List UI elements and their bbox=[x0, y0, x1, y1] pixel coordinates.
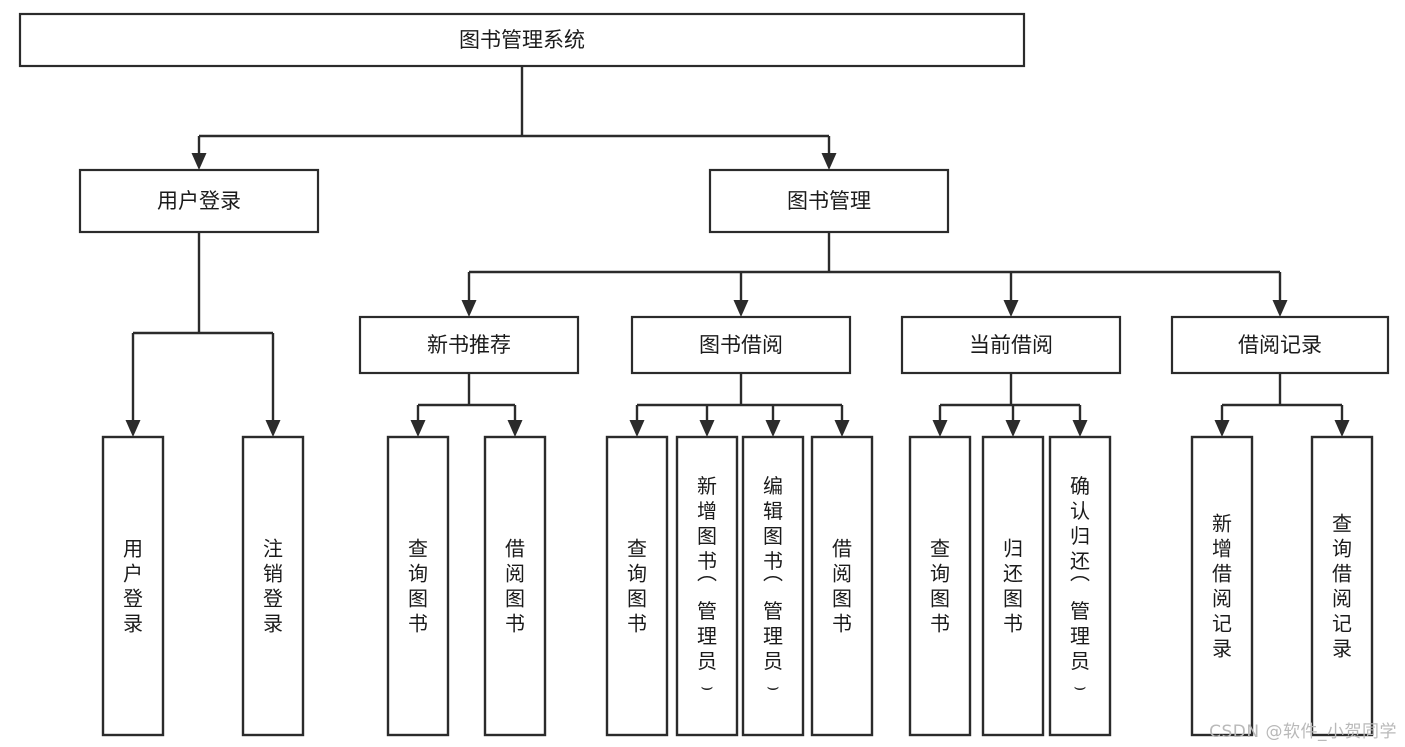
node-borrow-record-label: 借阅记录 bbox=[1238, 333, 1322, 357]
node-leaf-query-book-1[interactable]: 查询图书 bbox=[386, 435, 450, 737]
node-leaf-confirm-return[interactable]: 确认归还⌒管理员⌣ bbox=[1048, 435, 1112, 737]
connector-book-manage-to-level3 bbox=[461, 232, 1288, 317]
connector-layer bbox=[125, 66, 1350, 437]
node-new-book-rec-label: 新书推荐 bbox=[427, 333, 511, 357]
node-leaf-query-book-1-label: 查询图书 bbox=[408, 537, 428, 636]
node-leaf-add-record-box[interactable] bbox=[1190, 435, 1254, 737]
node-layer: 图书管理系统用户登录图书管理新书推荐图书借阅当前借阅借阅记录用户登录注销登录查询… bbox=[18, 12, 1390, 737]
node-leaf-borrow-book-1[interactable]: 借阅图书 bbox=[483, 435, 547, 737]
node-leaf-query-book-1-box[interactable] bbox=[386, 435, 450, 737]
node-leaf-logout-box[interactable] bbox=[241, 435, 305, 737]
node-leaf-add-record-label: 新增借阅记录 bbox=[1212, 512, 1232, 661]
node-leaf-add-book-box[interactable] bbox=[675, 435, 739, 737]
node-leaf-add-record[interactable]: 新增借阅记录 bbox=[1190, 435, 1254, 737]
node-leaf-borrow-book-2-box[interactable] bbox=[810, 435, 874, 737]
node-leaf-query-book-3[interactable]: 查询图书 bbox=[908, 435, 972, 737]
node-leaf-query-book-2[interactable]: 查询图书 bbox=[605, 435, 669, 737]
node-leaf-query-record[interactable]: 查询借阅记录 bbox=[1310, 435, 1374, 737]
node-leaf-user-login-label: 用户登录 bbox=[123, 537, 143, 636]
connector-borrow-record-to-leaves bbox=[1214, 373, 1350, 437]
node-leaf-add-book[interactable]: 新增图书⌒管理员⌣ bbox=[675, 435, 739, 737]
connector-root-to-level2 bbox=[191, 66, 837, 170]
node-leaf-edit-book[interactable]: 编辑图书⌒管理员⌣ bbox=[741, 435, 805, 737]
node-leaf-return-book[interactable]: 归还图书 bbox=[981, 435, 1045, 737]
node-leaf-return-book-label: 归还图书 bbox=[1003, 537, 1023, 636]
node-leaf-borrow-book-1-box[interactable] bbox=[483, 435, 547, 737]
connector-current-borrow-to-leaves bbox=[932, 373, 1088, 437]
node-leaf-borrow-book-1-label: 借阅图书 bbox=[505, 537, 525, 636]
node-leaf-query-book-3-box[interactable] bbox=[908, 435, 972, 737]
connector-user-login-to-leaves bbox=[125, 232, 281, 437]
node-user-login-box[interactable] bbox=[78, 168, 320, 234]
node-leaf-return-book-box[interactable] bbox=[981, 435, 1045, 737]
node-borrow-record-box[interactable] bbox=[1170, 315, 1390, 375]
node-leaf-edit-book-label: 编辑图书⌒管理员⌣ bbox=[763, 474, 783, 698]
node-leaf-logout-label: 注销登录 bbox=[263, 537, 283, 636]
node-leaf-query-book-2-box[interactable] bbox=[605, 435, 669, 737]
node-book-manage-label: 图书管理 bbox=[787, 189, 871, 213]
node-book-borrow[interactable]: 图书借阅 bbox=[630, 315, 852, 375]
node-new-book-rec[interactable]: 新书推荐 bbox=[358, 315, 580, 375]
node-leaf-borrow-book-2[interactable]: 借阅图书 bbox=[810, 435, 874, 737]
node-current-borrow[interactable]: 当前借阅 bbox=[900, 315, 1122, 375]
node-user-login[interactable]: 用户登录 bbox=[78, 168, 320, 234]
node-leaf-edit-book-box[interactable] bbox=[741, 435, 805, 737]
node-new-book-rec-box[interactable] bbox=[358, 315, 580, 375]
node-leaf-add-book-label: 新增图书⌒管理员⌣ bbox=[697, 474, 717, 698]
node-book-manage-box[interactable] bbox=[708, 168, 950, 234]
node-leaf-user-login-box[interactable] bbox=[101, 435, 165, 737]
node-current-borrow-label: 当前借阅 bbox=[969, 333, 1053, 357]
node-leaf-query-book-2-label: 查询图书 bbox=[627, 537, 647, 636]
node-book-borrow-box[interactable] bbox=[630, 315, 852, 375]
node-leaf-confirm-return-box[interactable] bbox=[1048, 435, 1112, 737]
node-leaf-confirm-return-label: 确认归还⌒管理员⌣ bbox=[1070, 474, 1090, 698]
node-book-borrow-label: 图书借阅 bbox=[699, 333, 783, 357]
node-leaf-query-record-label: 查询借阅记录 bbox=[1332, 512, 1352, 661]
connector-book-borrow-to-leaves bbox=[629, 373, 850, 437]
node-leaf-user-login[interactable]: 用户登录 bbox=[101, 435, 165, 737]
node-root-box[interactable] bbox=[18, 12, 1026, 68]
csdn-watermark: CSDN @软件_小贺同学 bbox=[1209, 722, 1397, 742]
node-leaf-borrow-book-2-label: 借阅图书 bbox=[832, 537, 852, 636]
node-current-borrow-box[interactable] bbox=[900, 315, 1122, 375]
node-leaf-query-record-box[interactable] bbox=[1310, 435, 1374, 737]
node-root[interactable]: 图书管理系统 bbox=[18, 12, 1026, 68]
node-borrow-record[interactable]: 借阅记录 bbox=[1170, 315, 1390, 375]
node-user-login-label: 用户登录 bbox=[157, 189, 241, 213]
node-leaf-query-book-3-label: 查询图书 bbox=[930, 537, 950, 636]
node-leaf-logout[interactable]: 注销登录 bbox=[241, 435, 305, 737]
node-root-label: 图书管理系统 bbox=[459, 28, 585, 52]
node-book-manage[interactable]: 图书管理 bbox=[708, 168, 950, 234]
connector-new-book-rec-to-leaves bbox=[410, 373, 523, 437]
